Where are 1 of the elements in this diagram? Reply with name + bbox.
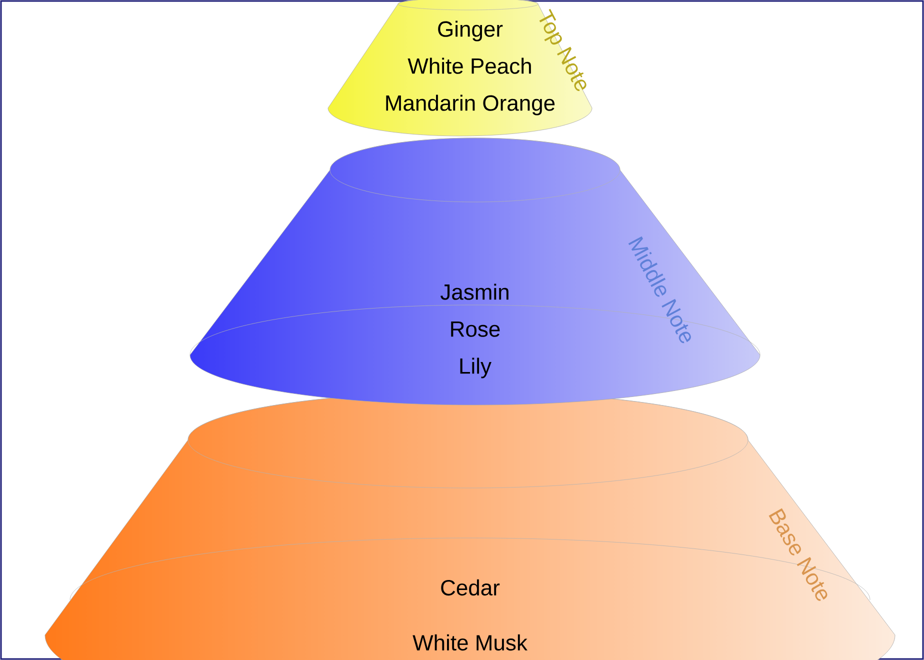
tier-label: Top Note — [539, 8, 586, 92]
